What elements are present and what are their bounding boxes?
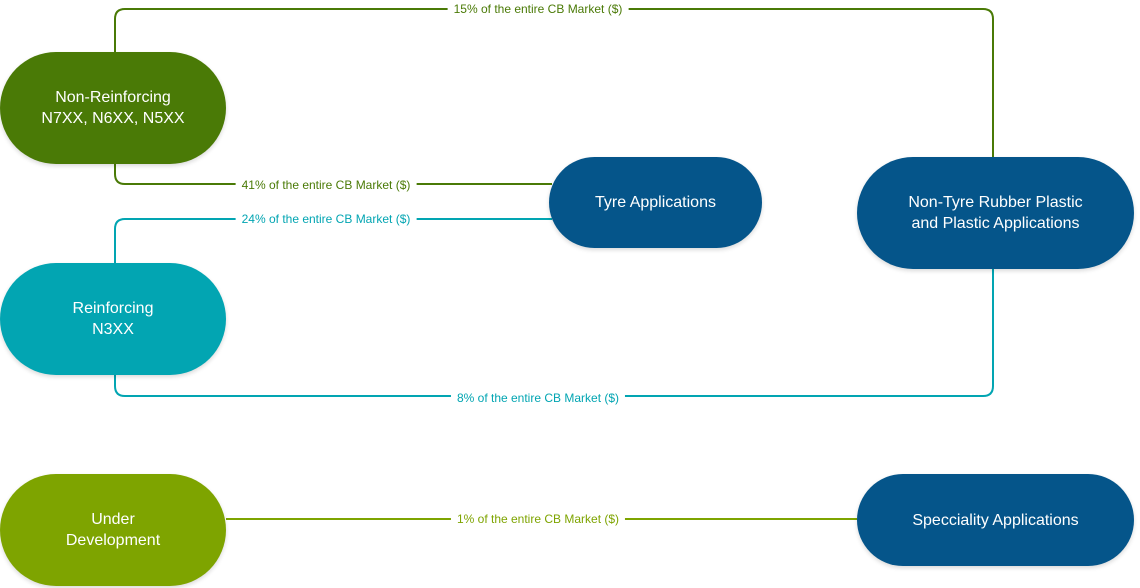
node-under-development: Under Development (0, 474, 226, 586)
node-tyre-applications: Tyre Applications (549, 157, 762, 248)
node-speciality-applications-label: Specciality Applications (912, 511, 1079, 529)
connector-41-percent (114, 164, 552, 185)
node-speciality-applications: Specciality Applications (857, 474, 1134, 566)
node-non-tyre-applications: Non-Tyre Rubber Plastic and Plastic Appl… (857, 157, 1134, 269)
connector-15-percent (114, 8, 994, 157)
node-reinforcing-label: Reinforcing N3XX (72, 300, 154, 338)
connection-label-24-percent: 24% of the entire CB Market ($) (235, 212, 417, 226)
node-reinforcing: Reinforcing N3XX (0, 263, 226, 375)
connection-label-15-percent: 15% of the entire CB Market ($) (447, 2, 629, 16)
connection-label-1-percent: 1% of the entire CB Market ($) (450, 512, 626, 526)
node-non-tyre-applications-label: Non-Tyre Rubber Plastic and Plastic Appl… (908, 194, 1083, 232)
connection-label-8-percent: 8% of the entire CB Market ($) (450, 391, 626, 405)
node-non-reinforcing: Non-Reinforcing N7XX, N6XX, N5XX (0, 52, 226, 164)
connection-label-41-percent: 41% of the entire CB Market ($) (235, 178, 417, 192)
connector-8-percent (114, 269, 994, 397)
node-non-reinforcing-label: Non-Reinforcing N7XX, N6XX, N5XX (41, 89, 185, 127)
node-tyre-applications-label: Tyre Applications (595, 194, 716, 211)
node-under-development-label: Under Development (65, 511, 161, 549)
connector-24-percent (114, 218, 552, 263)
